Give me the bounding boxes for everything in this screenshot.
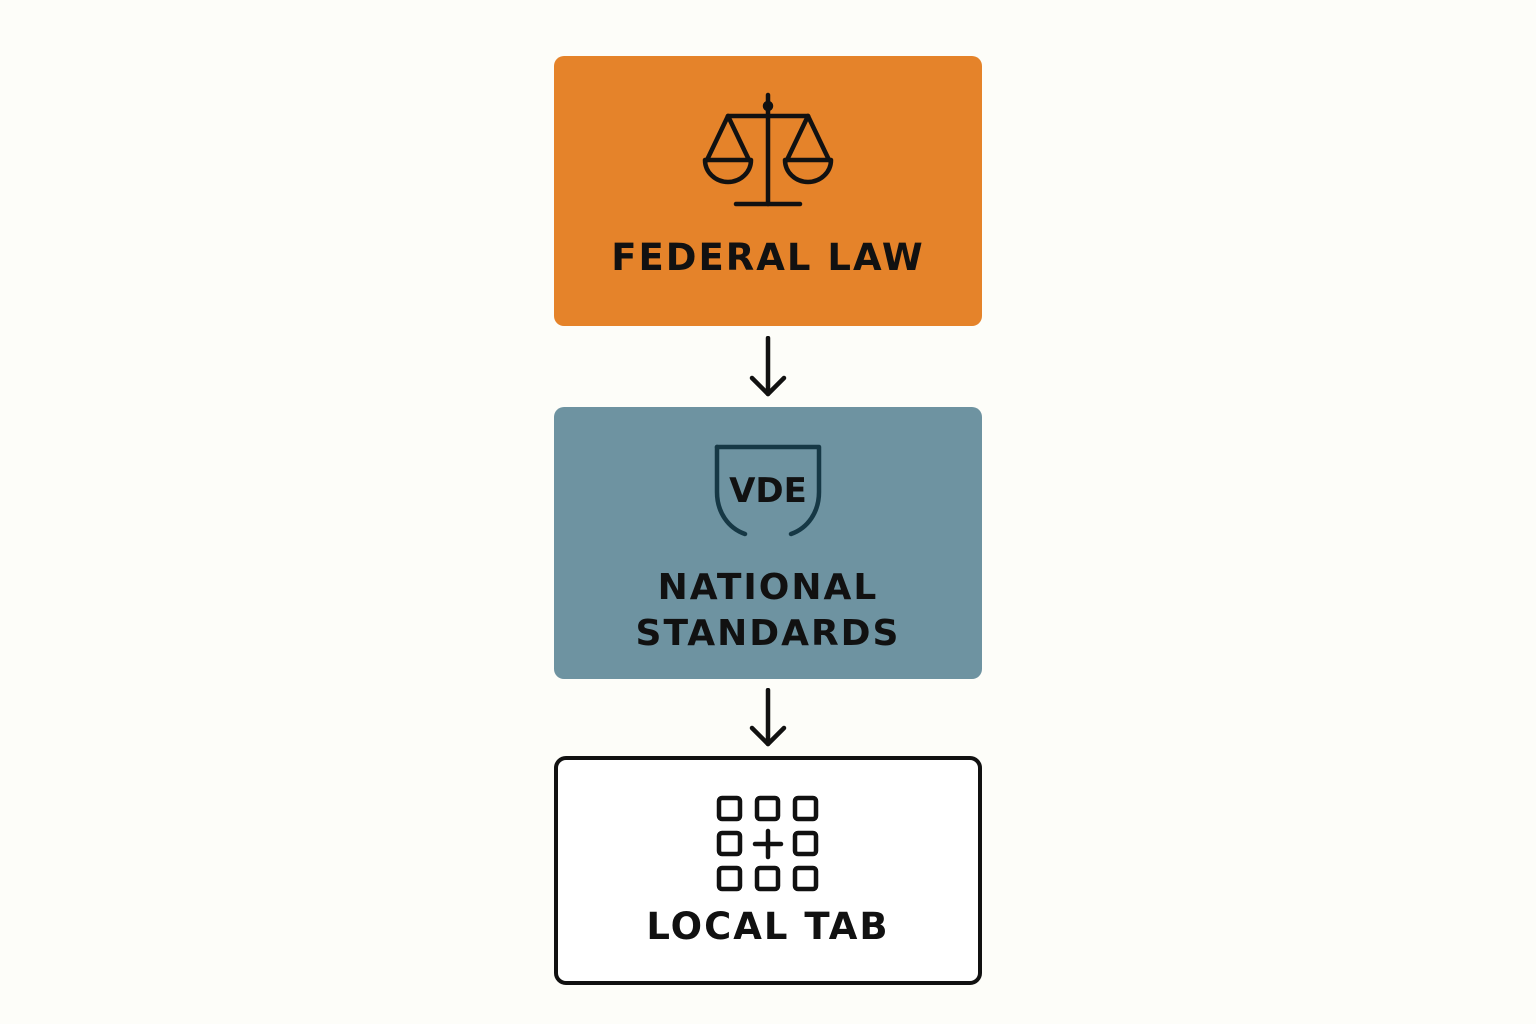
scales-of-justice-icon [0,92,1536,212]
local-tab-box [554,756,982,985]
grid-plus-icon [0,795,1536,893]
shield-icon-text: VDE [729,471,807,511]
local-tab-label: LOCAL TAB [646,905,890,948]
arrow-down-icon [749,336,787,397]
national-standards-box [554,407,982,679]
national-standards-label-line1: NATIONAL [657,567,879,608]
federal-law-label: FEDERAL LAW [611,236,925,279]
shield-icon: VDE [0,444,1536,540]
arrow-down-icon [749,688,787,747]
national-standards-label-line2: STANDARDS [635,613,901,654]
